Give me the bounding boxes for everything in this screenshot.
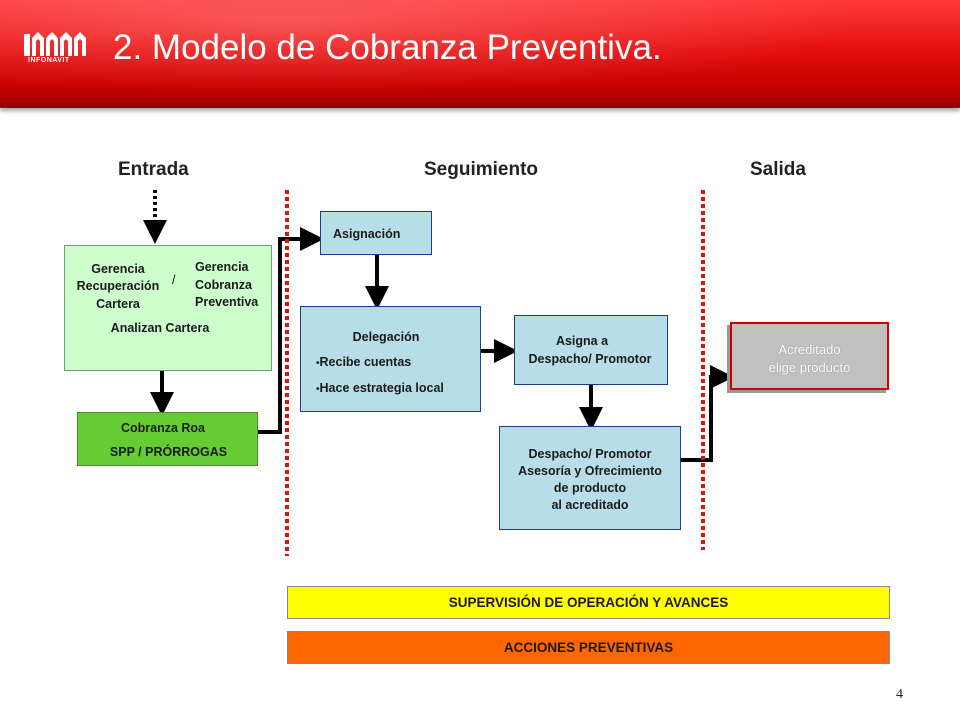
acciones-preventivas-bar: ACCIONES PREVENTIVAS: [287, 631, 890, 664]
asigna-despacho-box: Asigna a Despacho/ Promotor: [514, 315, 668, 385]
delegacion-bullet-2: •Hace estrategia local: [316, 381, 444, 395]
despacho-line2: Asesoría y Ofrecimiento: [518, 464, 662, 478]
bullet-glyph: •: [316, 384, 320, 395]
analizan-cartera-caption: Analizan Cartera: [110, 321, 210, 335]
acreditado-box: Acreditado elige producto: [730, 322, 889, 390]
gerencia-preventiva-line1: Gerencia: [195, 260, 249, 274]
cobranza-roa-box: Cobranza Roa SPP / PRÓRROGAS: [77, 412, 258, 466]
gerencia-recuperacion-line1: Gerencia: [91, 262, 145, 276]
gerencia-recuperacion-line3: Cartera: [96, 297, 140, 311]
supervision-label: SUPERVISIÓN DE OPERACIÓN Y AVANCES: [448, 595, 729, 610]
despacho-promotor-box: Despacho/ Promotor Asesoría y Ofrecimien…: [499, 426, 681, 530]
cobranza-roa-line1: Cobranza Roa: [120, 421, 206, 435]
header-glow: [0, 0, 960, 108]
separator-slash: /: [172, 273, 176, 287]
asignacion-label: Asignación: [333, 227, 401, 241]
bullet-text-recibe: Recibe cuentas: [319, 355, 412, 369]
page-number: 4: [896, 687, 903, 702]
asignacion-box: Asignación: [320, 211, 432, 255]
asigna-line2: Despacho/ Promotor: [528, 352, 652, 366]
acreditado-line2: elige producto: [768, 360, 851, 375]
despacho-line3: de producto: [553, 481, 627, 495]
cobranza-roa-line2: SPP / PRÓRROGAS: [109, 445, 228, 459]
supervision-bar: SUPERVISIÓN DE OPERACIÓN Y AVANCES: [287, 586, 890, 619]
column-heading-entrada: Entrada: [118, 159, 189, 180]
page-title: 2. Modelo de Cobranza Preventiva.: [113, 28, 662, 67]
column-heading-salida: Salida: [750, 159, 806, 180]
asigna-line1: Asigna a: [555, 334, 609, 348]
connector-despacho-to-acreditado: [681, 365, 734, 462]
bullet-text-hace: Hace estrategia local: [319, 381, 444, 395]
gerencia-preventiva-line2: Cobranza: [195, 278, 252, 292]
infonavit-logo-icon: [24, 32, 86, 56]
acciones-label: ACCIONES PREVENTIVAS: [503, 640, 674, 655]
connector-cobranza-to-asignacion: [258, 227, 324, 434]
delegacion-bullet-1: •Recibe cuentas: [316, 355, 411, 369]
column-heading-seguimiento: Seguimiento: [424, 159, 539, 180]
bullet-glyph: •: [316, 358, 320, 369]
delegacion-title: Delegación: [352, 330, 420, 344]
entrada-box: Gerencia Recuperación Cartera / Gerencia…: [64, 245, 272, 371]
acreditado-line1: Acreditado: [778, 342, 841, 357]
despacho-line4: al acreditado: [551, 498, 629, 512]
gerencia-preventiva-line3: Preventiva: [195, 295, 259, 309]
logo-text: INFONAVIT: [28, 57, 70, 64]
header-banner: INFONAVIT 2. Modelo de Cobranza Preventi…: [0, 0, 960, 108]
delegacion-box: Delegación •Recibe cuentas •Hace estrate…: [300, 306, 481, 412]
despacho-line1: Despacho/ Promotor: [528, 447, 652, 461]
gerencia-recuperacion-line2: Recuperación: [76, 279, 160, 293]
